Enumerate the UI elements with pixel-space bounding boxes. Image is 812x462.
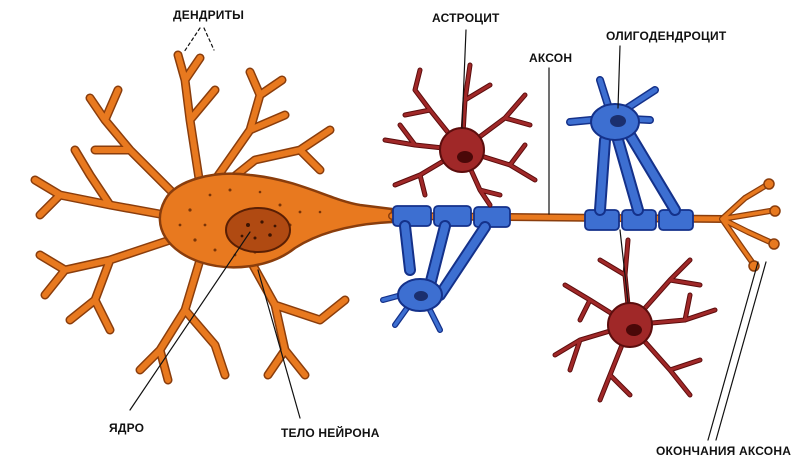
oligodendrocyte-upper: [570, 80, 675, 210]
label-oligodendrocyte: ОЛИГОДЕНДРОЦИТ: [606, 29, 726, 43]
label-astrocyte: АСТРОЦИТ: [432, 11, 500, 25]
astrocyte-upper: [385, 65, 535, 205]
label-dendrites: ДЕНДРИТЫ: [173, 8, 244, 22]
astrocyte-lower: [555, 240, 715, 400]
oligodendrocyte-lower: [383, 226, 485, 330]
axon-terminals: [722, 179, 780, 271]
nucleus: [226, 208, 290, 252]
label-nucleus: ЯДРО: [109, 421, 144, 435]
label-axon-terminals: ОКОНЧАНИЯ АКСОНА: [656, 444, 791, 458]
label-axon: АКСОН: [529, 51, 572, 65]
label-neuron-body: ТЕЛО НЕЙРОНА: [281, 426, 380, 440]
